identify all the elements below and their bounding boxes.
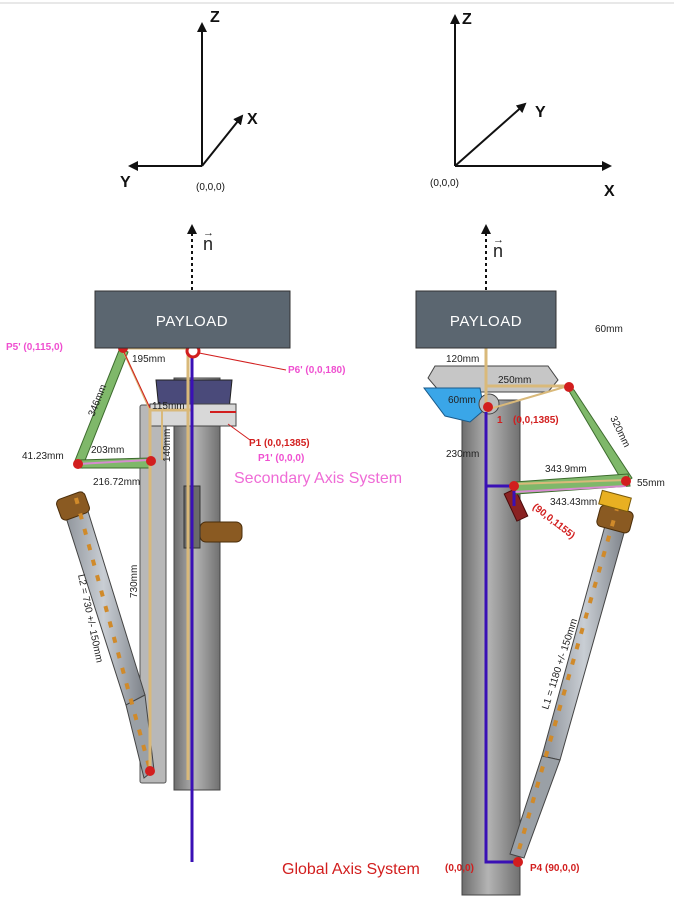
right-tan-d — [513, 479, 627, 485]
left-lower-joint — [56, 491, 90, 521]
left-z-label: Z — [210, 9, 220, 26]
left-pink-ref — [77, 459, 149, 465]
left-payload-box — [94, 290, 291, 349]
left-p5-leader — [121, 347, 151, 409]
left-point-lower — [73, 459, 83, 469]
right-dim-60-top: 60mm — [595, 324, 623, 335]
left-p1-leader — [227, 423, 251, 441]
right-dim-230: 230mm — [446, 449, 479, 460]
left-normal-vector: n → — [187, 224, 214, 290]
right-normal-label: n — [493, 241, 503, 261]
right-point-elbow — [621, 476, 631, 486]
right-y-label: Y — [535, 104, 546, 121]
left-x-label: X — [247, 111, 258, 128]
left-point-bottom — [145, 766, 155, 776]
right-payload-box — [415, 290, 557, 349]
right-point-p3 — [509, 481, 519, 491]
left-dim-195: 195mm — [132, 354, 165, 365]
left-origin-label: (0,0,0) — [196, 182, 225, 193]
left-dim-730: 730mm — [129, 565, 140, 598]
right-dim-120: 120mm — [446, 354, 479, 365]
left-dim-115: 115mm — [152, 401, 185, 412]
right-point-upper — [564, 382, 574, 392]
right-p1-prefix: 1 — [497, 415, 503, 426]
right-normal-vector-mark: → — [493, 234, 504, 246]
right-dim-250: 250mm — [498, 375, 531, 386]
left-point-cross — [146, 456, 156, 466]
right-label-global-origin: (0,0,0) — [445, 863, 474, 874]
right-label-p4: P4 (90,0,0) — [530, 863, 579, 874]
right-blue-mount — [423, 387, 485, 423]
right-tan-c — [485, 385, 569, 411]
right-z-label: Z — [462, 11, 472, 28]
left-dim-203: 203mm — [91, 445, 124, 456]
right-label-p1: (0,0,1385) — [513, 415, 559, 426]
left-label-p6: P6' (0,0,180) — [288, 365, 345, 376]
right-dim-343-43: 343.43mm — [550, 497, 597, 508]
right-mechanism — [423, 348, 634, 896]
right-pink-ref — [513, 485, 627, 493]
left-normal-label: n — [203, 234, 213, 254]
right-y-axis — [454, 102, 527, 167]
right-dim-55: 55mm — [637, 478, 665, 489]
left-label-p5: P5' (0,115,0) — [6, 342, 63, 353]
left-label-p1: P1 (0,0,1385) — [249, 438, 310, 449]
global-axis-label: Global Axis System — [282, 861, 420, 878]
right-dim-320: 320mm — [607, 414, 632, 449]
left-side-motor — [199, 521, 243, 543]
right-x-label: X — [604, 183, 615, 200]
left-dim-140: 140mm — [162, 429, 173, 462]
right-lower-bracket — [503, 488, 529, 522]
right-actuator-cap — [598, 489, 632, 513]
right-point-p1 — [483, 402, 493, 412]
left-y-label: Y — [120, 174, 131, 191]
right-normal-vector: n → — [481, 224, 504, 290]
right-point-p4 — [513, 857, 523, 867]
secondary-axis-label: Secondary Axis System — [234, 470, 402, 487]
left-p6-leader — [193, 351, 287, 371]
right-dim-343-9: 343.9mm — [545, 464, 587, 475]
left-normal-vector-mark: → — [203, 227, 214, 239]
right-actuator-axis — [514, 504, 620, 861]
left-payload-label: PAYLOAD — [156, 313, 228, 330]
left-pillar — [173, 377, 221, 791]
left-dim-41-23: 41.23mm — [22, 451, 64, 462]
right-pillar — [461, 399, 521, 896]
right-axis-triad: Z Y X (0,0,0) — [430, 11, 615, 200]
right-origin-label: (0,0,0) — [430, 178, 459, 189]
right-dim-60: 60mm — [448, 395, 476, 406]
right-blue-axis — [484, 412, 518, 864]
right-payload-label: PAYLOAD — [450, 313, 522, 330]
left-label-p1-prime: P1' (0,0,0) — [258, 453, 304, 464]
left-dim-216-72: 216.72mm — [93, 477, 140, 488]
left-axis-triad: Z X Y (0,0,0) — [120, 9, 258, 193]
left-x-axis — [201, 114, 244, 167]
